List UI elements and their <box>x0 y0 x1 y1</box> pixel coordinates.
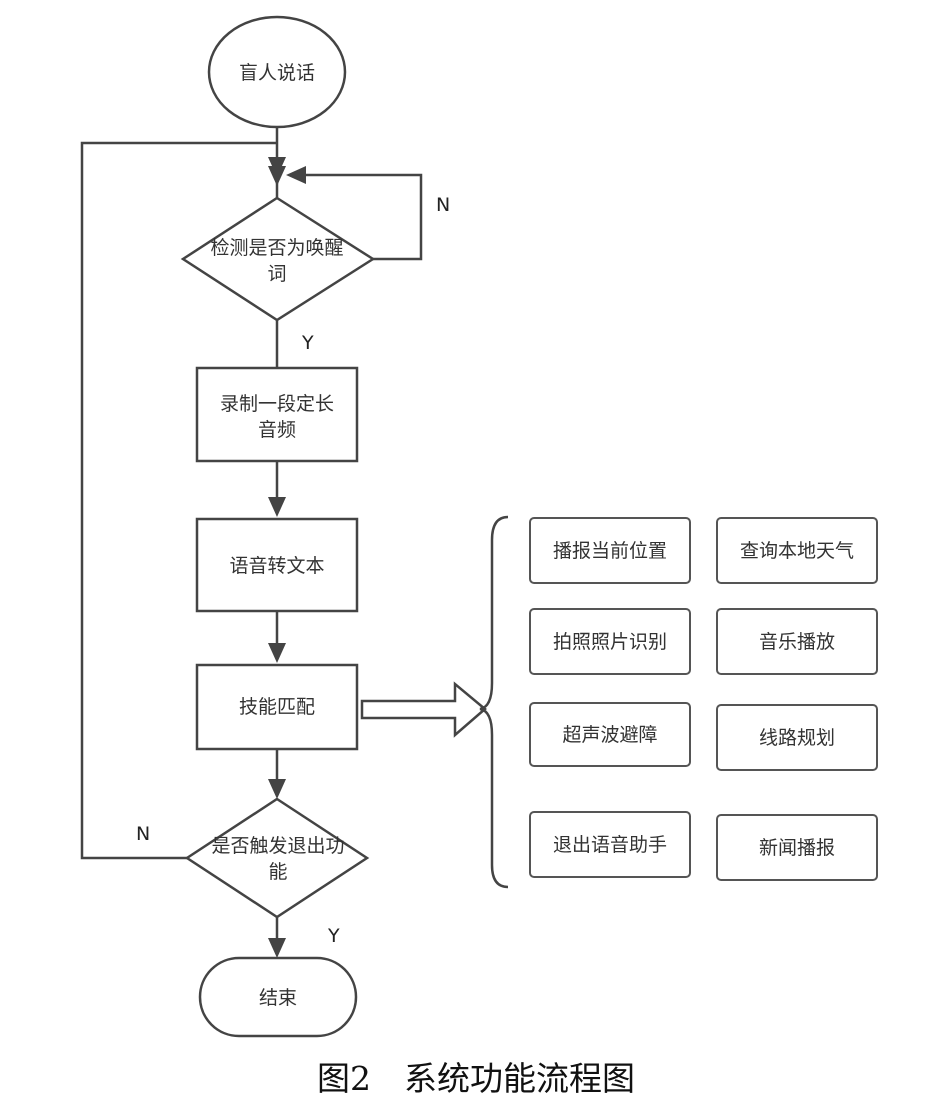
detect-label-line1: 检测是否为唤醒 <box>210 237 343 259</box>
record-label-line2: 音频 <box>258 419 296 441</box>
start-node: 盲人说话 <box>207 15 347 129</box>
detect-yes-label: Y <box>301 332 314 354</box>
skill-label: 拍照照片识别 <box>553 631 667 653</box>
arrow-into-end-icon <box>268 938 286 958</box>
arrow-into-exit-icon <box>268 779 286 799</box>
skill-match-node: 技能匹配 <box>195 663 359 751</box>
arrow-loop-down-icon <box>268 157 286 177</box>
skill-box: 退出语音助手 <box>529 811 691 878</box>
skill-box: 超声波避障 <box>529 702 691 767</box>
skill-box: 新闻播报 <box>716 814 878 881</box>
skills-brace <box>479 515 509 889</box>
skill-box: 音乐播放 <box>716 608 878 675</box>
skill-label: 线路规划 <box>759 727 835 749</box>
exit-check-node: 是否触发退出功 能 <box>184 797 370 919</box>
skill-box: 查询本地天气 <box>716 517 878 584</box>
detect-no-label: N <box>436 194 450 216</box>
detect-label-line2: 词 <box>267 263 286 285</box>
skill-label: 查询本地天气 <box>740 540 854 562</box>
start-label: 盲人说话 <box>239 62 315 84</box>
stt-label: 语音转文本 <box>229 555 324 577</box>
end-node: 结束 <box>198 956 358 1038</box>
exit-label-line1: 是否触发退出功 <box>211 835 344 857</box>
end-label: 结束 <box>259 987 297 1009</box>
edge-exit-no-loop <box>80 141 277 860</box>
hollow-arrow-icon <box>360 681 487 738</box>
edge-detect-no-loop <box>290 173 423 261</box>
skill-label: 播报当前位置 <box>553 540 667 562</box>
match-label: 技能匹配 <box>239 696 315 718</box>
skill-label: 新闻播报 <box>759 837 835 859</box>
figure-caption: 图2 系统功能流程图 <box>317 1059 635 1098</box>
arrow-self-loop-icon <box>286 166 306 184</box>
exit-no-label: N <box>136 823 150 845</box>
skill-box: 线路规划 <box>716 704 878 771</box>
skill-box: 拍照照片识别 <box>529 608 691 675</box>
exit-yes-label: Y <box>327 925 340 947</box>
skill-label: 超声波避障 <box>562 724 657 746</box>
arrow-into-stt-icon <box>268 497 286 517</box>
record-label-line1: 录制一段定长 <box>220 393 334 415</box>
exit-label-line2: 能 <box>268 861 287 883</box>
record-audio-node: 录制一段定长 音频 <box>195 366 359 463</box>
speech-to-text-node: 语音转文本 <box>195 517 359 613</box>
skill-box: 播报当前位置 <box>529 517 691 584</box>
arrow-into-match-icon <box>268 643 286 663</box>
detect-wakeword-node: 检测是否为唤醒 词 <box>180 196 376 322</box>
skill-label: 音乐播放 <box>759 631 835 653</box>
skill-label: 退出语音助手 <box>553 834 667 856</box>
